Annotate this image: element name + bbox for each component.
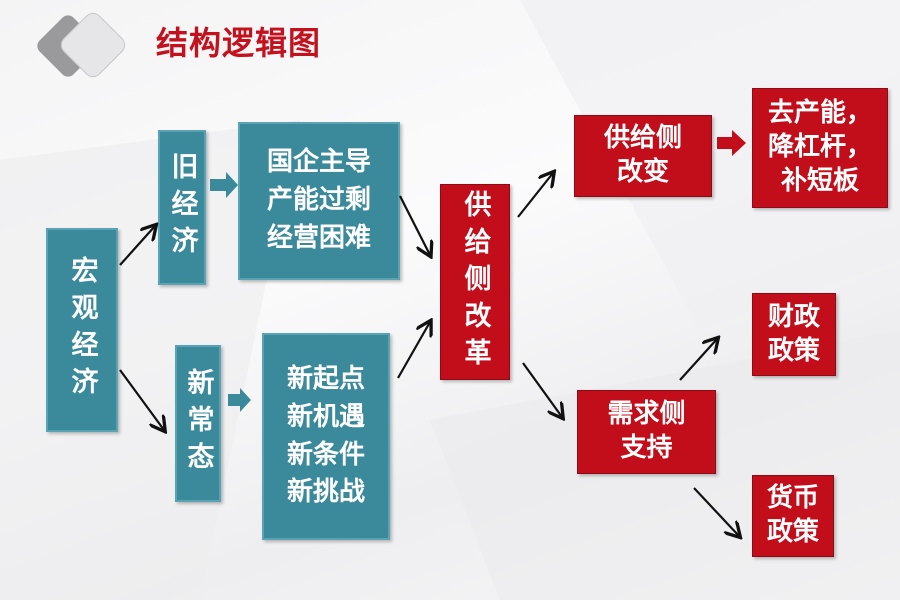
block-arrow-new-icon — [228, 388, 251, 412]
page-title: 结构逻辑图 — [156, 24, 322, 62]
arrow-macro-to-new — [119, 369, 164, 430]
arrow-new-to-reform — [397, 322, 430, 379]
node-new-normal: 新常态 — [175, 345, 221, 502]
node-supply-side-change: 供给侧 改变 — [574, 115, 712, 197]
node-supply-side-reform: 供给侧改革 — [440, 184, 510, 380]
arrow-demand-to-monetary — [693, 487, 739, 536]
node-monetary-policy: 货币 政策 — [752, 475, 834, 557]
node-supply-tasks: 去产能， 降杠杆， 补短板 — [752, 88, 888, 208]
node-fiscal-policy: 财政 政策 — [752, 293, 836, 376]
node-macro-economy: 宏观经济 — [46, 228, 118, 432]
node-new-normal-features: 新起点 新机遇 新条件 新挑战 — [262, 333, 390, 540]
arrow-demand-to-fiscal — [679, 339, 717, 381]
arrow-reform-to-supply — [517, 173, 553, 218]
node-old-economy: 旧经济 — [158, 130, 206, 285]
node-old-economy-features: 国企主导 产能过剩 经营困难 — [238, 122, 400, 280]
diamond-logo-icon — [37, 12, 126, 78]
node-demand-side-support: 需求侧 支持 — [577, 390, 716, 474]
arrow-old-to-reform — [399, 195, 430, 255]
block-arrow-old-icon — [210, 172, 238, 198]
arrow-reform-to-demand — [522, 362, 562, 417]
block-arrow-supply-icon — [717, 130, 746, 156]
arrow-macro-to-old — [119, 226, 155, 266]
